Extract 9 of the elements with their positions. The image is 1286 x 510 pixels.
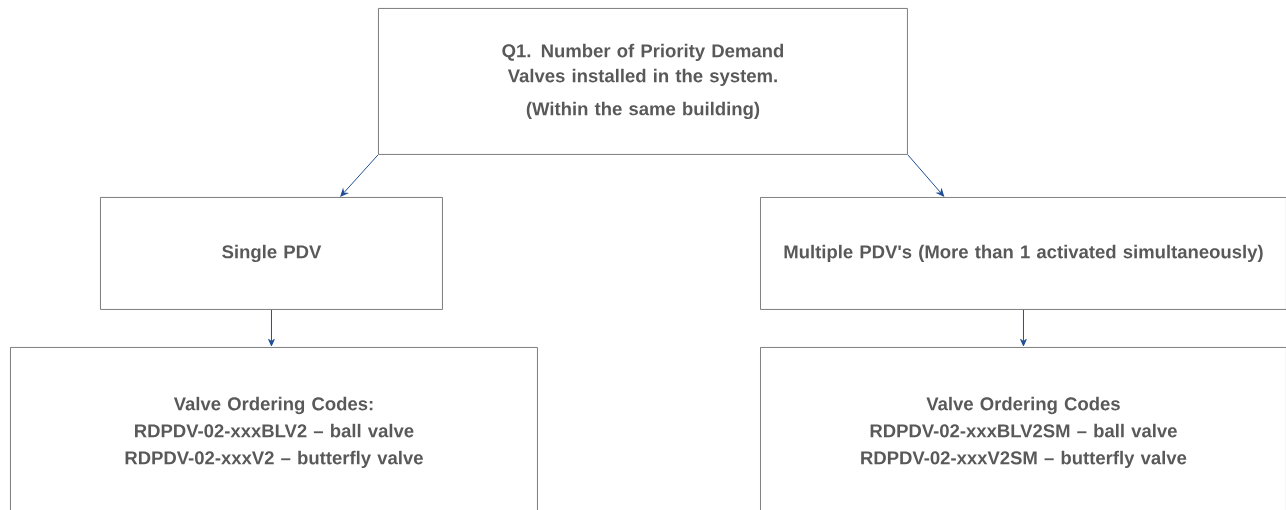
option-box: Multiple PDV's (More than 1 activated simultaneously) — [760, 197, 1286, 310]
arrow — [907, 154, 945, 197]
codes-box: Valve Ordering Codes RDPDV-02-xxxBLV2SM – ball valve RDPDV-02-xxxV2SM – butterfly valve — [760, 347, 1286, 510]
arrow — [268, 309, 275, 347]
question-box: Q1. Number of Priority Demand Valves installed in the system. (Within the same building) — [378, 8, 908, 155]
arrow — [340, 154, 379, 197]
option-box: Single PDV — [100, 197, 443, 310]
arrow — [1020, 309, 1027, 347]
codes-box: Valve Ordering Codes: RDPDV-02-xxxBLV2 – ball valve RDPDV-02-xxxV2 – butterfly valve — [10, 347, 538, 510]
